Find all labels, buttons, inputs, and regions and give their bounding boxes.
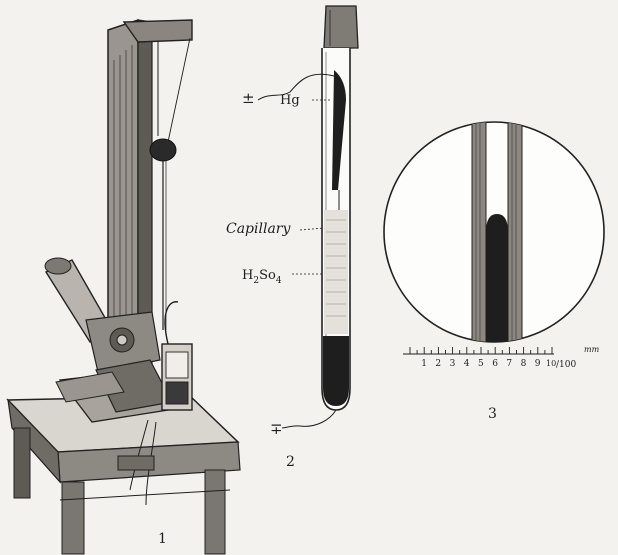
scale-tick-label: 5 [478, 359, 484, 369]
fig2-capillary-tube: ± Hg Capillary H2So4 ∓ 2 [226, 5, 359, 470]
label-capillary: Capillary [226, 221, 291, 237]
mercury-column [332, 70, 346, 190]
label-minus-plus: ∓ [270, 420, 283, 438]
upper-wire [257, 73, 335, 101]
scale-tick-label: 2 [435, 359, 441, 369]
microscope [44, 257, 173, 413]
scale-tick-label: 1 [421, 359, 427, 369]
table-leg [204, 469, 226, 555]
switch-block [117, 455, 155, 471]
label-hg: Hg [280, 93, 300, 108]
scale-tick-label: 6 [492, 359, 498, 369]
scale-tick-label: 9 [535, 359, 541, 369]
fig2-number: 2 [286, 454, 295, 470]
magnified-mercury [486, 214, 508, 342]
label-plus-minus: ± [242, 89, 255, 107]
acid-solution [324, 210, 348, 334]
table-leg [61, 481, 85, 555]
mercury-reservoir [149, 138, 177, 162]
fig3-number: 3 [488, 406, 497, 422]
tube-cork [323, 5, 359, 49]
fig1-apparatus: 1 [6, 18, 241, 555]
scale-tick-label: 7 [506, 359, 512, 369]
scale-tick-label: 10 [546, 359, 556, 368]
scale-denominator-group: /100 [556, 360, 576, 370]
scale-tick-label: 4 [464, 359, 470, 369]
scale-tick-label: 8 [521, 359, 527, 369]
electrolytic-cell [161, 301, 193, 411]
stand-arm [122, 19, 193, 43]
lower-wire [281, 409, 337, 429]
scale-tick-label: 3 [450, 359, 456, 369]
bottom-mercury [323, 336, 349, 406]
fig1-number: 1 [158, 531, 167, 547]
label-h2so4: H2So4 [242, 268, 282, 286]
scale-unit: mm [584, 345, 600, 354]
table-leg [13, 427, 31, 499]
table-side [7, 398, 61, 484]
